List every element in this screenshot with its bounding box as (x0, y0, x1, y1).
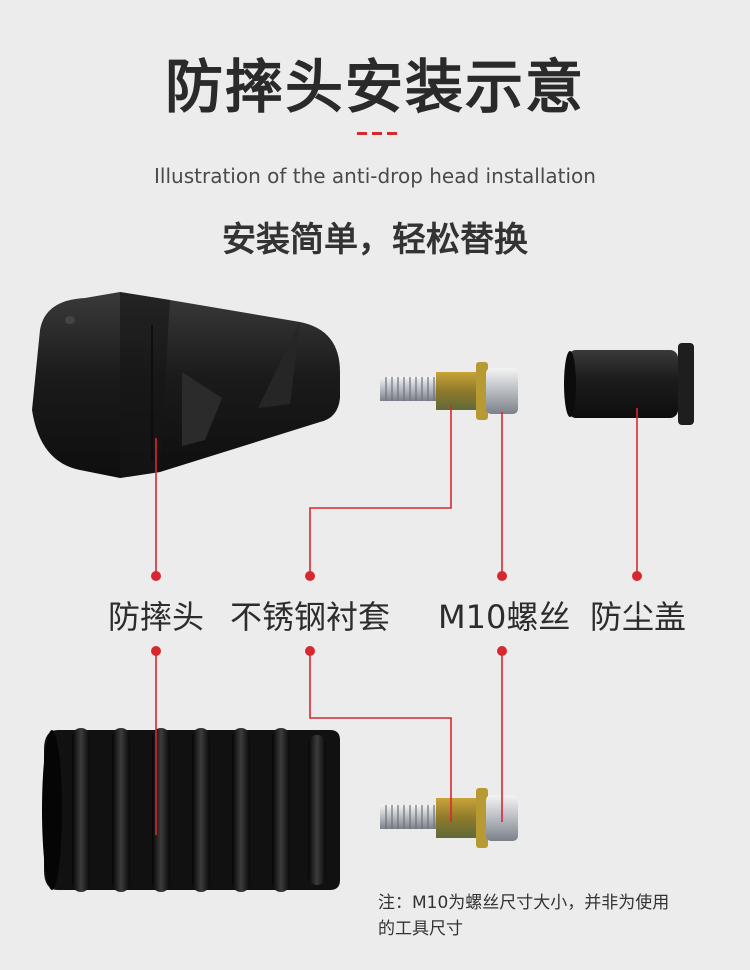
footnote: 注：M10为螺丝尺寸大小，并非为使用 的工具尺寸 (378, 890, 738, 942)
label-anti-drop-head: 防摔头 (108, 598, 205, 636)
slogan: 安装简单，轻松替换 (222, 220, 528, 260)
bottom-screw-assembly (380, 788, 518, 848)
footnote-line-2: 的工具尺寸 (378, 919, 463, 939)
top-screw-assembly (380, 362, 518, 420)
footnote-line-1: 注：M10为螺丝尺寸大小，并非为使用 (378, 893, 670, 913)
callout-dots (151, 571, 642, 656)
callout-lines (155, 405, 638, 835)
page-title: 防摔头安装示意 (164, 53, 585, 121)
rubber-anti-drop-head (32, 292, 340, 478)
english-subtitle: Illustration of the anti-drop head insta… (154, 164, 596, 188)
aluminium-anti-drop-head (42, 728, 340, 892)
label-dust-cap: 防尘盖 (590, 598, 687, 636)
dust-cap (564, 343, 694, 425)
label-steel-sleeve: 不锈钢衬套 (230, 598, 391, 636)
title-divider (357, 132, 397, 135)
label-m10-screw: M10螺丝 (438, 598, 571, 636)
